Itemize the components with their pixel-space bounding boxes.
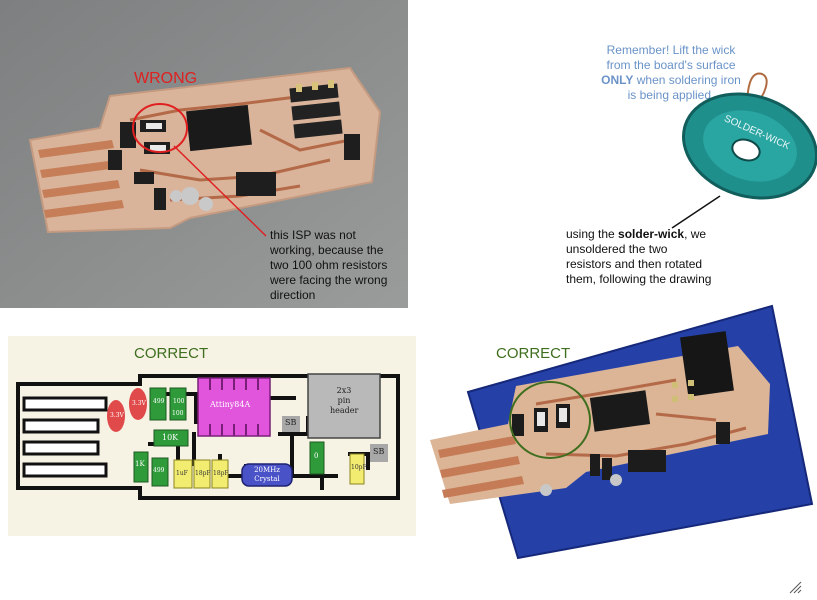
caption-line: them, following the drawing <box>566 272 712 286</box>
wick-caption: using the solder-wick, we unsoldered the… <box>566 227 766 287</box>
resistor-10k-label: 10K <box>162 433 179 442</box>
crystal-label-line: 20MHz <box>254 466 280 474</box>
sb-pad <box>282 416 300 432</box>
diode-pad <box>107 400 125 432</box>
wrong-pointer-line <box>173 145 267 237</box>
header-label-line: pin <box>337 396 351 405</box>
resistor-100-label: 100 <box>172 410 184 417</box>
caption-line: this ISP was not <box>270 228 356 242</box>
caption-bold: solder-wick <box>618 227 685 241</box>
wrong-board-photo: WRONG this ISP was not working, because … <box>0 0 408 308</box>
sb-pad <box>370 444 388 462</box>
caption-suffix: , we <box>684 227 707 241</box>
wrong-caption: this ISP was not working, because the tw… <box>270 228 406 303</box>
resistor-1k-label: 1K <box>135 460 145 468</box>
header-label-line: header <box>330 406 359 415</box>
caption-line: were facing the wrong <box>270 273 388 287</box>
tip-line: is being applied. <box>627 88 715 102</box>
correct-diagram-panel: CORRECT <box>8 336 416 536</box>
diode-label: 3.3V <box>132 400 146 407</box>
solder-wick-panel: Remember! Lift the wick from the board's… <box>410 0 817 310</box>
caption-line: unsoldered the two <box>566 242 668 256</box>
tip-line-rest: when soldering iron <box>633 73 741 87</box>
capacitor-label: 18pF <box>195 470 211 477</box>
sb-label: SB <box>285 418 297 427</box>
sb-label: SB <box>373 447 385 456</box>
correct-heading-photo: CORRECT <box>496 345 571 362</box>
wick-tip: Remember! Lift the wick from the board's… <box>576 43 766 103</box>
correct-highlight-circle <box>509 381 591 459</box>
crystal-label: 20MHz Crystal <box>245 466 289 484</box>
header-label: 2x3 pin header <box>330 386 358 416</box>
capacitor-label: 10pF <box>351 464 367 471</box>
resistor-499-label: 499 <box>153 398 165 405</box>
resistor-0-label: 0 <box>314 452 319 460</box>
diode-label: 3.3V <box>110 412 124 419</box>
wick-pointer-line <box>671 195 721 229</box>
caption-line: two 100 ohm resistors <box>270 258 388 272</box>
tip-line: from the board's surface <box>606 58 736 72</box>
crystal-label-line: Crystal <box>254 475 280 483</box>
caption-line: using the solder-wick, we <box>566 227 766 242</box>
capacitor-label: 1uF <box>176 470 188 477</box>
header-pad <box>307 373 381 439</box>
solder-wick-illustration: SOLDER-WICK <box>671 72 817 229</box>
tip-line: ONLY when soldering iron <box>576 73 766 88</box>
pcb-layout-diagram <box>16 373 400 500</box>
caption-line: working, because the <box>270 243 384 257</box>
crystal-pad <box>241 463 293 487</box>
wrong-highlight-circle <box>132 103 188 153</box>
caption-line: direction <box>270 288 316 302</box>
diode-pad <box>129 388 147 420</box>
caption-prefix: using the <box>566 227 619 241</box>
correct-board-photo: CORRECT <box>416 304 817 568</box>
caption-line: resistors and then rotated <box>566 257 703 271</box>
wrong-board-illustration <box>0 0 408 308</box>
tip-emphasis: ONLY <box>601 73 634 87</box>
header-label-line: 2x3 <box>336 386 352 395</box>
chip-label: Attiny84A <box>210 400 251 409</box>
tip-line: Remember! Lift the wick <box>606 43 736 57</box>
resistor-100-label: 100 <box>173 398 185 405</box>
capacitor-label: 18pF <box>213 470 229 477</box>
resize-grip-icon[interactable] <box>788 580 802 594</box>
correct-heading-diagram: CORRECT <box>134 345 209 362</box>
correct-board-illustration <box>430 304 814 560</box>
wrong-heading: WRONG <box>134 70 198 87</box>
resistor-499-label: 499 <box>153 467 165 474</box>
